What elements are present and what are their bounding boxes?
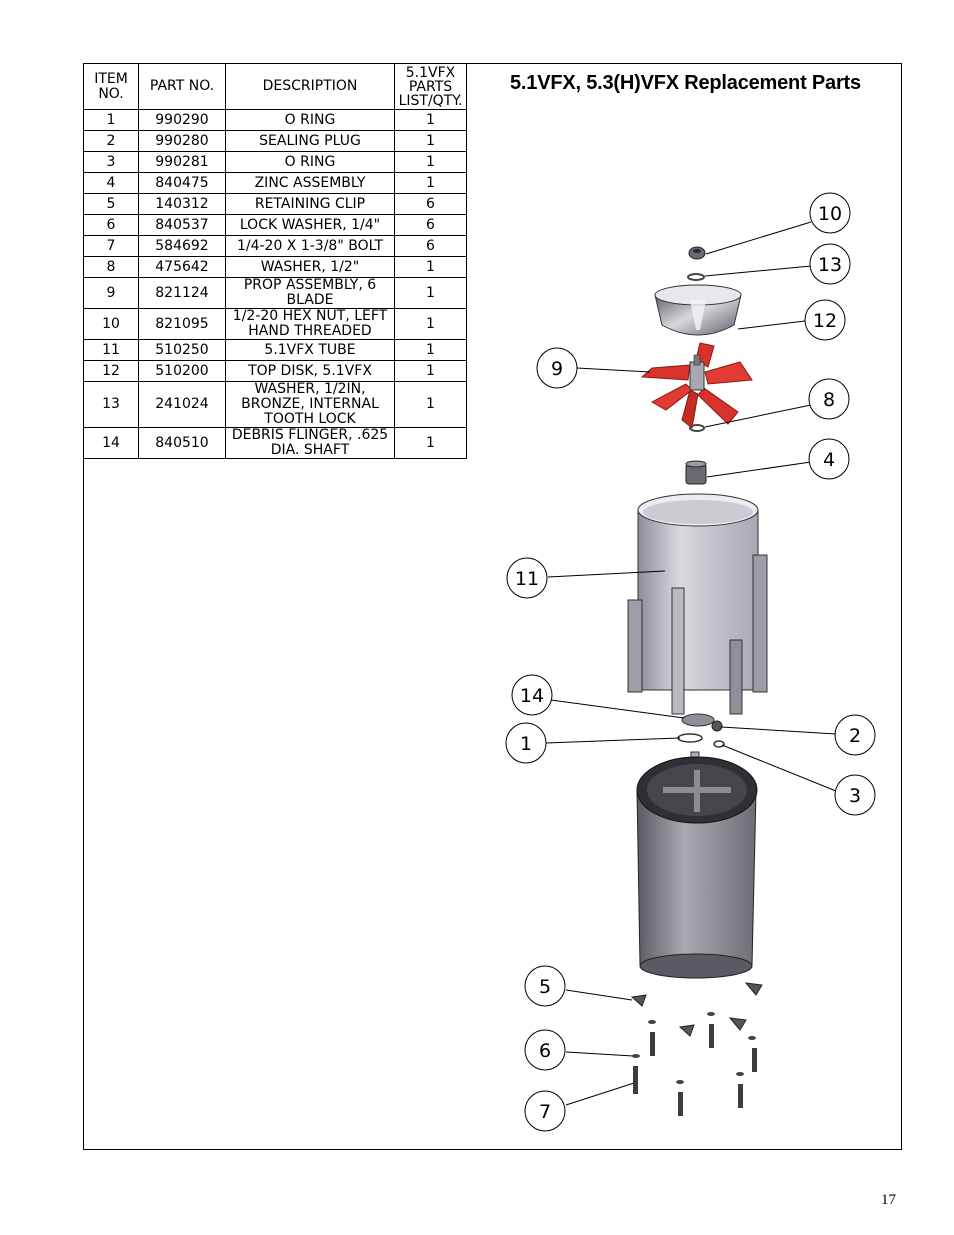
cell-part: 990290	[138, 109, 226, 131]
zinc-assembly-part	[685, 460, 707, 485]
header-part-no: PART NO.	[138, 63, 226, 110]
cell-qty: 1	[394, 427, 467, 459]
motor-body-part	[636, 751, 758, 979]
page-frame	[83, 63, 902, 1150]
callout-number: 7	[539, 1101, 551, 1123]
cell-item: 14	[83, 427, 139, 459]
propeller-part	[640, 342, 753, 429]
cell-description: PROP ASSEMBLY, 6 BLADE	[225, 277, 395, 309]
header-description: DESCRIPTION	[225, 63, 395, 110]
cell-description: SEALING PLUG	[225, 130, 395, 152]
hex-nut-part	[688, 246, 706, 260]
cell-part: 475642	[138, 256, 226, 278]
callout-number: 1	[520, 733, 532, 755]
callout-number: 2	[849, 725, 861, 747]
o-ring-part	[677, 733, 703, 743]
callout-circle	[511, 674, 553, 716]
callout-number: 3	[849, 785, 861, 807]
callout-circle	[809, 243, 851, 285]
cell-description: 1/4-20 X 1-3/8" BOLT	[225, 235, 395, 257]
cell-qty: 1	[394, 308, 467, 340]
tube-part	[627, 493, 768, 715]
washer-part	[689, 424, 705, 432]
top-disk-part	[654, 284, 742, 336]
callout-circle	[506, 557, 548, 599]
cell-qty: 6	[394, 193, 467, 215]
sealing-plug-part	[711, 720, 723, 732]
callout-circle	[808, 438, 850, 480]
debris-flinger-part	[681, 713, 715, 727]
cell-part: 990281	[138, 151, 226, 173]
callout-number: 6	[539, 1040, 551, 1062]
callout-number: 9	[551, 358, 563, 380]
callout-circle	[834, 774, 876, 816]
callout-circle	[808, 378, 850, 420]
callout-circle	[809, 192, 851, 234]
cell-item: 9	[83, 277, 139, 309]
cell-part: 821095	[138, 308, 226, 340]
o-ring-small-part	[713, 740, 725, 748]
cell-description: WASHER, 1/2"	[225, 256, 395, 278]
cell-description: DEBRIS FLINGER, .625 DIA. SHAFT	[225, 427, 395, 459]
leader-lines	[545, 221, 837, 1106]
cell-description: TOP DISK, 5.1VFX	[225, 360, 395, 382]
cell-description: ZINC ASSEMBLY	[225, 172, 395, 194]
callout-number: 8	[823, 389, 835, 411]
cell-part: 584692	[138, 235, 226, 257]
cell-description: 1/2-20 HEX NUT, LEFT HAND THREADED	[225, 308, 395, 340]
cell-qty: 1	[394, 381, 467, 428]
cell-part: 821124	[138, 277, 226, 309]
callout-number: 14	[520, 685, 544, 707]
callout-circle	[834, 714, 876, 756]
callout-circle	[505, 722, 547, 764]
callout-number: 13	[818, 254, 842, 276]
callout-circle	[524, 965, 566, 1007]
callout-circle	[524, 1029, 566, 1071]
callout-number: 11	[515, 568, 539, 590]
callout-circle	[524, 1090, 566, 1132]
page-title: 5.1VFX, 5.3(H)VFX Replacement Parts	[510, 72, 861, 94]
callout-number: 12	[813, 310, 837, 332]
callout-number: 10	[818, 203, 842, 225]
callout-circle	[804, 299, 846, 341]
callout-circle	[536, 347, 578, 389]
callout-number: 5	[539, 976, 551, 998]
callout-number: 4	[823, 449, 835, 471]
fastener-set	[630, 982, 763, 1116]
bronze-washer-part	[687, 273, 705, 281]
page-number: 17	[881, 1192, 896, 1208]
